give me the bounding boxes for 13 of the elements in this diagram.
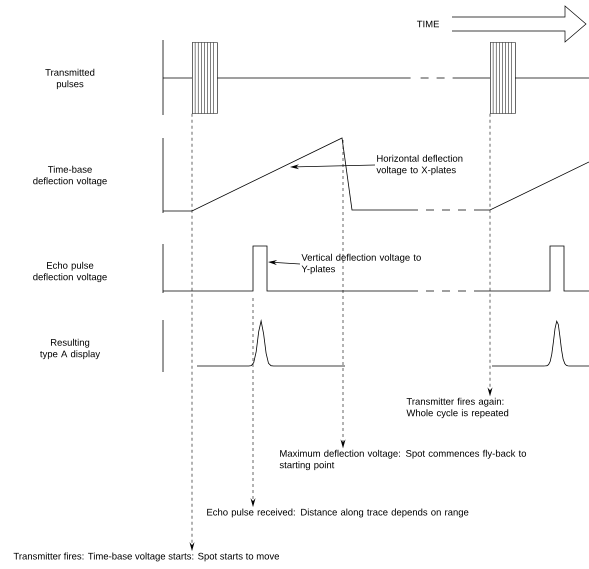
- annotation-text: Horizontal deflection voltage to X-plates: [376, 154, 462, 176]
- annotation-text: Maximum deflection voltage: Spot commences fly-back to starting point: [280, 450, 526, 470]
- row-label: Transmitted pulses: [45, 68, 94, 90]
- row-label: Time-base deflection voltage: [33, 166, 107, 186]
- transmitted-pulse: [490, 42, 516, 114]
- annotation-text: Transmitter fires again: Whole cycle is repeated: [406, 398, 508, 418]
- transmitted-pulse: [192, 42, 218, 114]
- row-label: Echo pulse deflection voltage: [33, 262, 107, 282]
- annotation-text: Transmitter fires: Time-base voltage starts: Spot starts to move: [14, 552, 280, 562]
- annotation-text: Vertical deflection voltage to Y-plates: [301, 254, 421, 274]
- axis-label: TIME: [416, 20, 440, 28]
- annotation-text: Echo pulse received: Distance along trace depends on range: [207, 508, 468, 518]
- row-label: Resulting type A display: [40, 338, 100, 360]
